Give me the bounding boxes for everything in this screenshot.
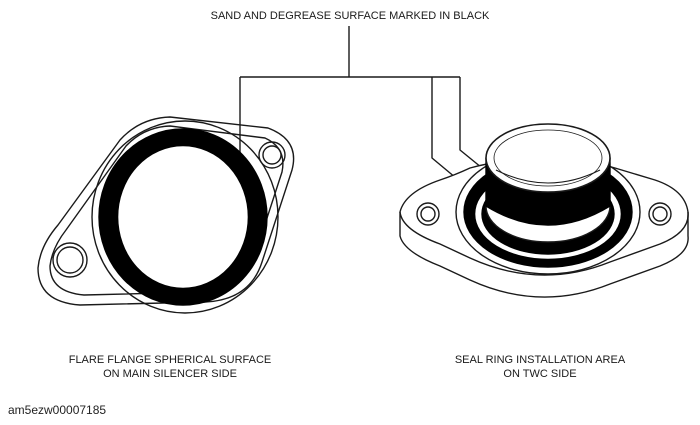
label-sand-degrease: SAND AND DEGREASE SURFACE MARKED IN BLAC… — [210, 10, 490, 22]
left-flange-bore — [118, 146, 248, 288]
left-flange — [37, 116, 295, 314]
leader-lines — [239, 26, 488, 189]
left-flange-bolt-hole-small — [258, 141, 286, 169]
left-flange-inner-edge — [49, 125, 284, 296]
label-right-line1: SEAL RING INSTALLATION AREA — [454, 354, 626, 366]
image-id-label: am5ezw00007185 — [8, 403, 107, 417]
label-right-line2: ON TWC SIDE — [503, 368, 577, 380]
label-left-line2: ON MAIN SILENCER SIDE — [103, 368, 237, 380]
right-flange — [399, 123, 689, 298]
left-flange-bolt-hole-large — [52, 242, 88, 278]
label-left-flange: FLARE FLANGE SPHERICAL SURFACE ON MAIN S… — [20, 353, 320, 381]
right-flange-pipe-cap — [485, 123, 611, 193]
left-flange-outline — [37, 116, 295, 306]
label-left-line1: FLARE FLANGE SPHERICAL SURFACE — [68, 354, 272, 366]
right-flange-bolt-hole-right — [648, 202, 672, 226]
label-right-flange: SEAL RING INSTALLATION AREA ON TWC SIDE — [390, 353, 690, 381]
right-flange-side-face — [399, 212, 689, 298]
left-flange-outer-ring — [91, 120, 279, 314]
right-flange-bolt-hole-left — [416, 202, 440, 226]
